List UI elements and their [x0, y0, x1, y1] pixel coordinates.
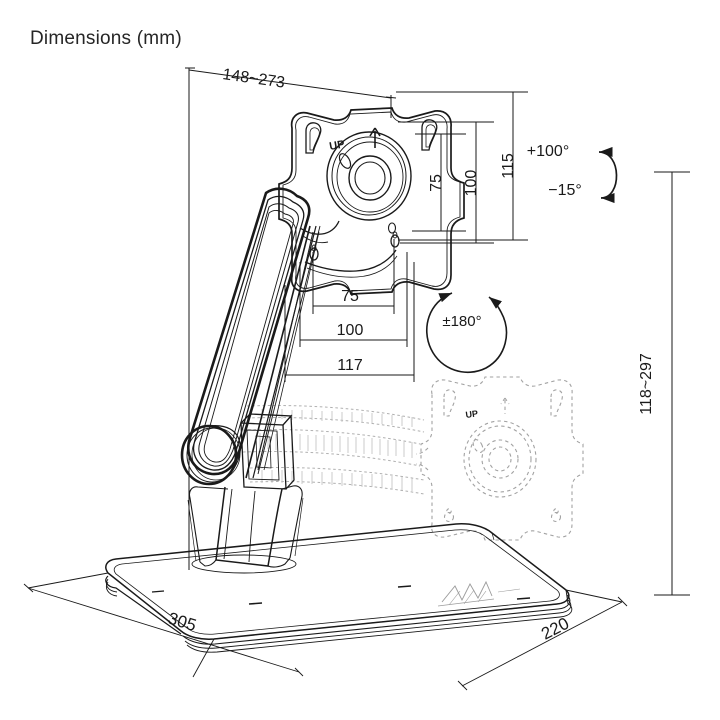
dimension-base-220 [457, 589, 628, 691]
vesa-up-marker: UP [328, 138, 345, 152]
ghost-arm-hatching [259, 409, 413, 491]
swivel-angle-symbol [426, 292, 508, 373]
tilt-angle-symbol [598, 146, 618, 204]
dimension-group-horizontal-vesa [284, 239, 415, 382]
ghost-up-marker: UP [465, 408, 479, 420]
dimension-label-plate-117: 117 [337, 357, 363, 374]
ghost-vesa-plate [415, 376, 584, 541]
column-post [187, 485, 304, 574]
dimension-group-vertical-vesa [396, 91, 528, 244]
page-title: Dimensions (mm) [30, 28, 182, 49]
tilt-angle-down-label: −15° [548, 182, 582, 199]
gas-spring-arm [180, 187, 340, 486]
dimension-label-plate-115: 115 [500, 153, 517, 179]
vesa-plate [278, 107, 465, 295]
swivel-angle-label: ±180° [442, 313, 481, 330]
dimension-label-vesa-h-100: 100 [463, 170, 480, 197]
dimension-reach-148-273 [185, 67, 397, 570]
dimension-label-vesa-w-75: 75 [341, 288, 359, 305]
dimension-label-base-220: 220 [538, 614, 572, 644]
dimension-base-305 [23, 572, 304, 678]
tilt-head-block [240, 413, 295, 490]
dimension-label-148-273: 148~273 [221, 66, 286, 92]
base-logo-mark [437, 580, 521, 607]
dimension-label-base-305: 305 [166, 609, 199, 635]
dimension-label-height-range: 118~297 [638, 353, 655, 415]
dimension-label-vesa-h-75: 75 [428, 174, 445, 192]
svg-text:UP: UP [465, 408, 479, 420]
base-plate [105, 523, 573, 653]
dimension-height-range [654, 171, 690, 596]
tilt-angle-up-label: +100° [527, 143, 569, 160]
dimension-label-vesa-w-100: 100 [337, 322, 364, 339]
